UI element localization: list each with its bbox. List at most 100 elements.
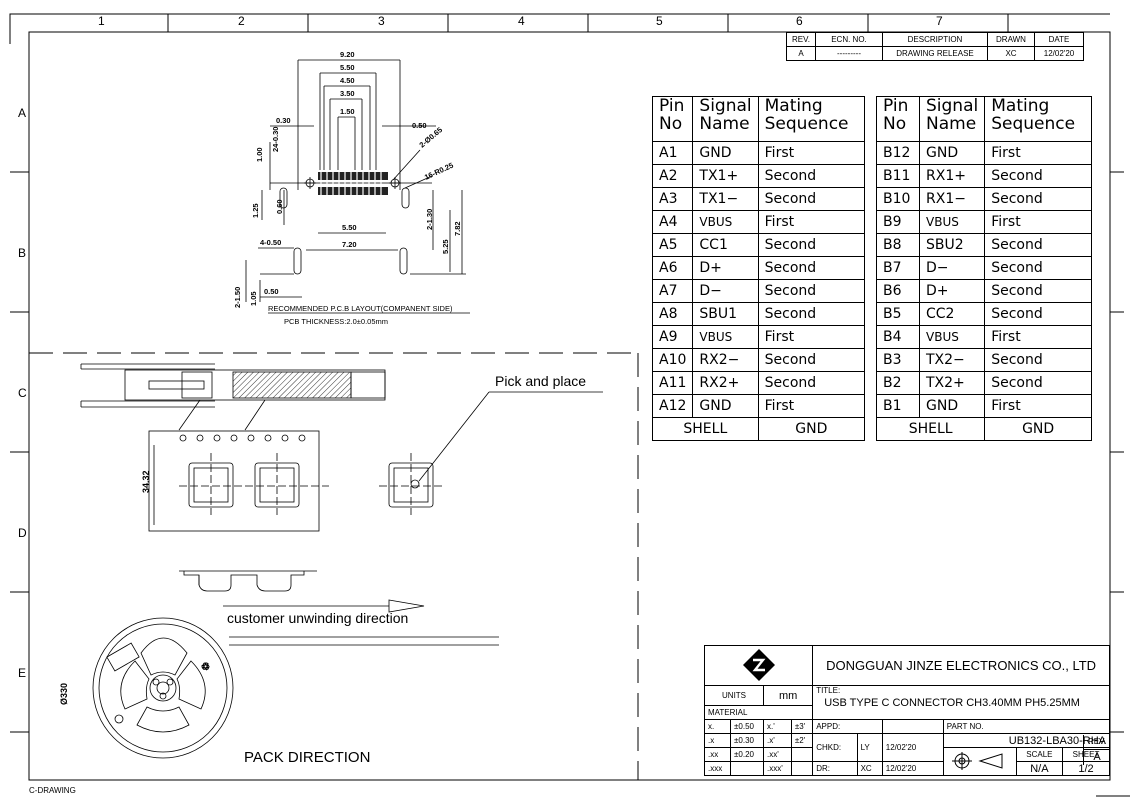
pitch-dim-label: 34.32 — [141, 470, 151, 493]
column-marker: 1 — [98, 14, 105, 28]
description-value: DRAWING RELEASE — [882, 46, 988, 61]
ecn-header: ECN. NO. — [815, 32, 883, 47]
chkd-name: LY — [856, 733, 883, 762]
signal-name: SBU2 — [918, 233, 986, 257]
dim-label: 16-R0.25 — [423, 161, 455, 182]
mating-sequence: Second — [757, 371, 866, 395]
date-header: DATE — [1034, 32, 1084, 47]
mating-sequence: Second — [984, 302, 1092, 326]
pin-number: A9 — [651, 325, 694, 349]
appd-date — [881, 719, 944, 734]
dim-label: 24-0.30 — [271, 127, 280, 152]
signal-name: VBUS — [918, 325, 986, 349]
signal-name: TX2− — [918, 348, 986, 372]
pin-number: B5 — [876, 302, 920, 326]
tol-key: .xx — [704, 747, 731, 762]
tol-value: ±2' — [790, 733, 814, 748]
tol-key: x.' — [763, 719, 792, 734]
row-marker: C — [18, 386, 27, 400]
pin-number: A3 — [651, 187, 694, 211]
tol-value — [729, 761, 765, 776]
tol-value: ±0.50 — [729, 719, 765, 734]
projection-symbol — [942, 747, 1017, 776]
units-label: UNITS — [703, 685, 765, 706]
pin-number: B12 — [876, 141, 920, 165]
dim-label: 5.50 — [342, 223, 357, 232]
pin-number: B8 — [876, 233, 920, 257]
tol-key: .x' — [763, 733, 792, 748]
column-marker: 5 — [656, 14, 663, 28]
shell-signal: GND — [984, 417, 1092, 441]
title-block: DONGGUAN JINZE ELECTRONICS CO., LTD UNIT… — [703, 645, 1111, 776]
row-marker: E — [18, 666, 27, 680]
mating-sequence: Second — [984, 187, 1092, 211]
shell-label: SHELL — [875, 417, 986, 441]
company-logo — [703, 645, 814, 686]
mating-sequence: Second — [757, 233, 866, 257]
signal-name: VBUS — [692, 210, 759, 234]
sheet-value: 1/2 — [1062, 761, 1110, 776]
dr-name: XC — [856, 761, 883, 776]
part-number: UB132-LBA30-RHA — [942, 733, 1111, 748]
pin-number: A5 — [651, 233, 694, 257]
column-marker: 7 — [936, 14, 943, 28]
mating-sequence: First — [984, 394, 1092, 418]
signal-name: RX1− — [918, 187, 986, 211]
pin-number: A1 — [651, 141, 694, 165]
dim-label: 5.25 — [441, 239, 450, 254]
footer-label: C-DRAWING — [29, 786, 76, 795]
mating-sequence: Second — [984, 348, 1092, 372]
dim-label: 2-1.30 — [425, 209, 434, 230]
material-label: MATERIAL — [703, 705, 814, 720]
rev-cell: REV. A — [1083, 735, 1110, 765]
column-marker: 4 — [518, 14, 525, 28]
title-cell: TITLE: USB TYPE C CONNECTOR CH3.40MM PH5… — [812, 685, 1110, 720]
signal-name: RX2− — [692, 348, 759, 372]
row-marker: D — [18, 526, 27, 540]
pin-number: B7 — [876, 256, 920, 280]
dim-label: 0.50 — [264, 287, 279, 296]
mating-sequence: Second — [984, 164, 1092, 188]
tol-key: .xx' — [763, 747, 792, 762]
signal-name: D+ — [918, 279, 986, 303]
mating-sequence: Second — [757, 256, 866, 280]
shell-label: SHELL — [652, 417, 759, 441]
date-value: 12/02'20 — [1034, 46, 1084, 61]
dim-label: 0.60 — [275, 199, 284, 214]
pin-number: A11 — [651, 371, 694, 395]
pcb-layout-drawing: 9.20 5.50 4.50 3.50 1.50 0.30 0.50 2-Ø0.… — [233, 50, 470, 326]
rev-header: REV. — [786, 32, 816, 47]
dim-label: 1.50 — [340, 107, 355, 116]
pcb-caption: RECOMMENDED P.C.B LAYOUT(COMPANENT SIDE) — [268, 304, 453, 313]
signal-name: GND — [918, 141, 986, 165]
pin-number: B2 — [876, 371, 920, 395]
pin-number: B1 — [876, 394, 920, 418]
pin-number: A7 — [651, 279, 694, 303]
dim-label: 3.50 — [340, 89, 355, 98]
signal-name: VBUS — [918, 210, 986, 234]
signal-name: GND — [692, 394, 759, 418]
tol-key: .xxx — [704, 761, 731, 776]
tol-value: ±3' — [790, 719, 814, 734]
shell-signal: GND — [757, 417, 866, 441]
mating-sequence: First — [757, 210, 866, 234]
signal-name: D+ — [692, 256, 759, 280]
dim-label: 9.20 — [340, 50, 355, 59]
drawn-header: DRAWN — [987, 32, 1035, 47]
mating-sequence: Second — [984, 279, 1092, 303]
third-angle-projection-icon — [951, 751, 1003, 770]
